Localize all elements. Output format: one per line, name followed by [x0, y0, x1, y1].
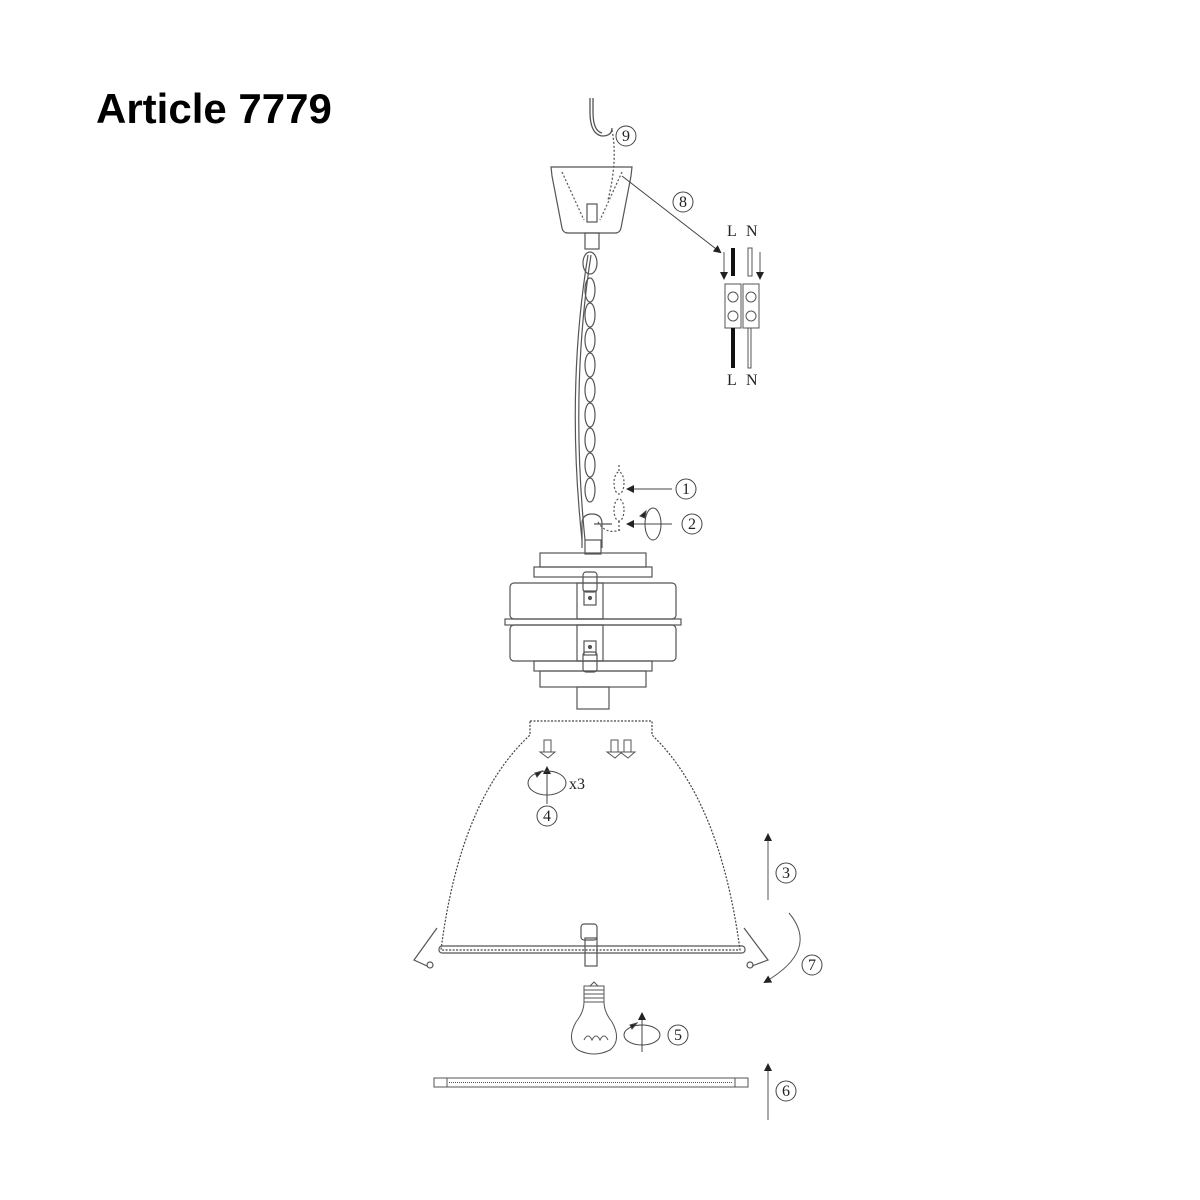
svg-text:8: 8: [679, 194, 687, 211]
chain: [574, 251, 625, 548]
step-1-label: 1: [675, 478, 697, 500]
step-3-label: 3: [775, 862, 797, 884]
svg-text:L: L: [727, 372, 737, 389]
screw-count-label: x3: [569, 776, 585, 793]
rotate-icon: [527, 766, 567, 804]
step-5-label: 5: [667, 1024, 689, 1046]
step-6-label: 6: [775, 1080, 797, 1102]
svg-text:5: 5: [674, 1027, 682, 1044]
lamp-shade: [440, 720, 741, 951]
ceiling-hook-icon: [589, 98, 615, 201]
svg-text:L: L: [727, 223, 737, 240]
step-8-label: 8: [672, 191, 694, 213]
lamp-housing: [504, 539, 682, 710]
svg-text:4: 4: [543, 808, 551, 825]
step-4-label: 4: [536, 805, 558, 827]
shade-bottom-ring: [413, 923, 769, 969]
svg-text:7: 7: [808, 957, 816, 974]
svg-text:N: N: [746, 372, 758, 389]
article-title: Article 7779: [96, 85, 332, 132]
screw-icon: [538, 739, 637, 759]
svg-text:N: N: [746, 223, 758, 240]
glass-panel: [433, 1077, 749, 1088]
step-7-label: 7: [801, 954, 823, 976]
light-bulb-icon: [571, 981, 617, 1055]
step-7-arrow: [763, 912, 801, 984]
ceiling-canopy: [550, 166, 633, 250]
svg-text:6: 6: [782, 1083, 790, 1100]
svg-text:3: 3: [782, 865, 790, 882]
svg-text:9: 9: [622, 128, 630, 145]
step-9-label: 9: [615, 125, 637, 147]
rotate-icon: [623, 1012, 661, 1052]
svg-text:1: 1: [682, 481, 690, 498]
svg-text:2: 2: [688, 516, 696, 533]
wiring-terminal-block: L N L N: [720, 223, 764, 389]
step-2-label: 2: [681, 513, 703, 535]
step-8-arrow: [621, 175, 722, 254]
